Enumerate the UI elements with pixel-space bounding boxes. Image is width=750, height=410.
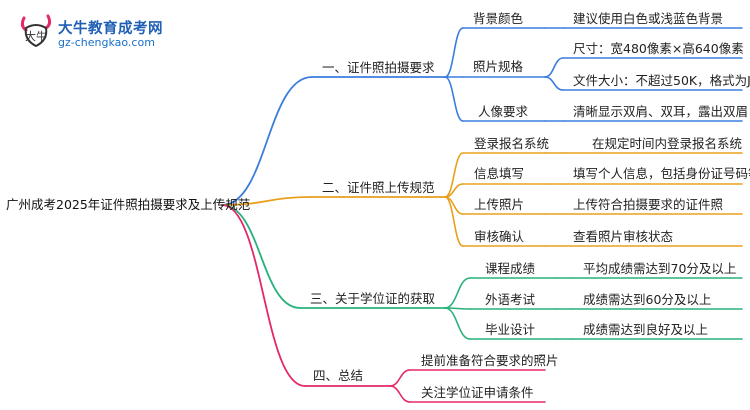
section-2-item-4-detail-1: 查看照片审核状态: [573, 229, 674, 244]
section-3-item-1[interactable]: 课程成绩: [485, 261, 536, 276]
connector-detail-2-1: [544, 57, 564, 78]
section-3-item-1-detail-1: 平均成绩需达到70分及以上: [583, 261, 737, 276]
section-3-item-2-detail-1: 成绩需达到60分及以上: [583, 292, 712, 307]
connector-section-1-item-1: [444, 27, 464, 78]
section-1-item-1[interactable]: 背景颜色: [473, 11, 524, 26]
section-1-item-2-detail-1: 尺寸：宽480像素×高640像素: [573, 41, 744, 56]
section-1-title[interactable]: 一、证件照拍摄要求: [322, 60, 435, 75]
brand-name: 大牛教育成考网: [58, 21, 163, 37]
connector-section-4-item-2: [389, 385, 411, 403]
connector-section-1-item-3: [444, 76, 464, 122]
section-1-item-3-detail-1: 清晰显示双肩、双耳，露出双眉: [573, 104, 749, 119]
logo-mark-text: 大牛: [25, 29, 47, 43]
section-3-item-3-detail-1: 成绩需达到良好及以上: [583, 322, 709, 337]
section-2-item-4[interactable]: 审核确认: [474, 229, 525, 244]
connector-section-2-item-1: [444, 152, 464, 198]
section-1-item-2[interactable]: 照片规格: [473, 59, 524, 74]
section-2-item-2-detail-1: 填写个人信息，包括身份证号码等: [573, 166, 750, 181]
section-4-title[interactable]: 四、总结: [313, 368, 364, 383]
connector-root-section-1: [221, 76, 313, 206]
section-3-item-3[interactable]: 毕业设计: [485, 322, 536, 337]
section-2-item-3[interactable]: 上传照片: [474, 197, 525, 212]
section-2-item-3-detail-1: 上传符合拍摄要求的证件照: [573, 197, 724, 212]
connector-detail-2-2: [544, 76, 564, 91]
section-4-item-2[interactable]: 关注学位证申请条件: [421, 385, 534, 400]
section-3-title[interactable]: 三、关于学位证的获取: [310, 291, 436, 306]
section-3-item-2[interactable]: 外语考试: [485, 292, 536, 307]
connector-section-2-item-4: [444, 196, 464, 247]
section-1-item-2-detail-2: 文件大小：不超过50K，格式为JPG: [573, 73, 750, 88]
brand-url: gz-chengkao.com: [58, 36, 155, 49]
connector-root-section-4: [221, 204, 306, 387]
connector-root-section-3: [221, 204, 301, 309]
section-2-title[interactable]: 二、证件照上传规范: [322, 180, 435, 195]
site-logo: 大牛 大牛教育成考网 gz-chengkao.com: [18, 12, 168, 52]
section-1-item-1-detail-1: 建议使用白色或浅蓝色背景: [573, 11, 724, 26]
connector-section-4-item-1: [389, 369, 411, 387]
section-2-item-1[interactable]: 登录报名系统: [474, 136, 550, 151]
root-topic[interactable]: 广州成考2025年证件照拍摄要求及上传规范: [6, 197, 251, 212]
connector-section-3-item-1: [444, 277, 471, 309]
connector-root-section-2: [221, 196, 313, 206]
section-2-item-1-detail-1: 在规定时间内登录报名系统: [592, 136, 743, 151]
connector-section-3-item-3: [444, 307, 471, 340]
section-1-item-3[interactable]: 人像要求: [478, 104, 529, 119]
section-2-item-2[interactable]: 信息填写: [474, 166, 525, 181]
section-4-item-1[interactable]: 提前准备符合要求的照片: [421, 353, 559, 368]
bull-logo-icon: 大牛: [20, 14, 52, 48]
